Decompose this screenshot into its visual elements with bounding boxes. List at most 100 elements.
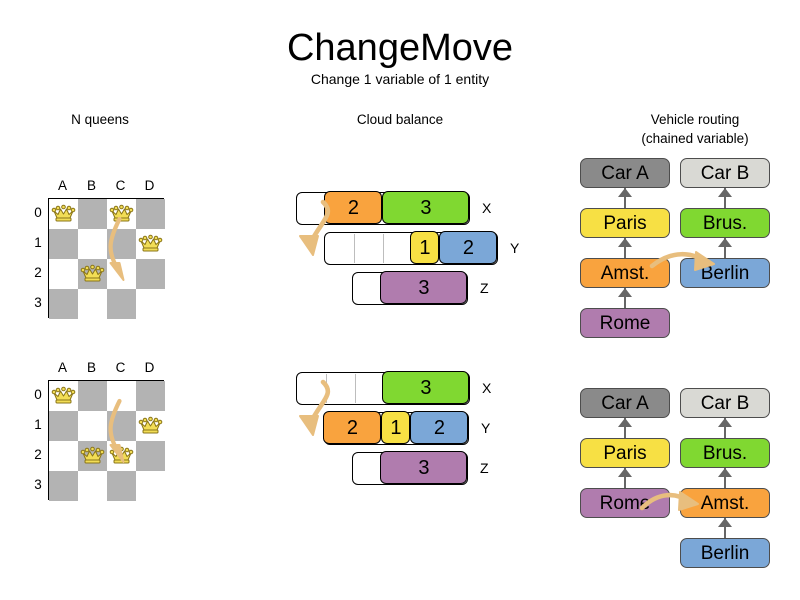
board-cell[interactable] — [136, 441, 165, 471]
queen-piece[interactable] — [80, 263, 105, 285]
board-cell[interactable] — [78, 411, 107, 441]
chain-edge-arrowhead — [718, 418, 732, 427]
board-rank-label: 1 — [34, 417, 42, 432]
board-cell[interactable] — [136, 381, 165, 411]
computer-capacity-bar[interactable]: 3 — [352, 271, 468, 305]
move-arrow — [108, 216, 125, 281]
process-block[interactable]: 3 — [382, 371, 470, 405]
customer-node[interactable]: Brus. — [680, 438, 770, 468]
board-cell[interactable] — [49, 289, 78, 319]
vehicle-node[interactable]: Car A — [580, 388, 670, 418]
queen-icon — [51, 386, 76, 404]
process-block[interactable]: 3 — [382, 191, 470, 225]
queen-icon — [80, 264, 105, 282]
queen-piece[interactable] — [51, 203, 76, 225]
vehicle-node[interactable]: Car B — [680, 158, 770, 188]
process-block[interactable]: 3 — [380, 451, 468, 485]
chain-edge — [623, 418, 627, 438]
board-cell[interactable] — [78, 471, 107, 501]
capacity-tick — [383, 234, 384, 263]
capacity-tick — [355, 374, 356, 403]
board-file-label: A — [57, 360, 67, 375]
chain-edge-arrowhead — [718, 468, 732, 477]
vehicle-node[interactable]: Car B — [680, 388, 770, 418]
queen-icon — [138, 416, 163, 434]
process-block[interactable]: 1 — [381, 411, 411, 445]
move-arrow — [649, 251, 715, 271]
customer-node[interactable]: Berlin — [680, 538, 770, 568]
move-arrow — [108, 398, 125, 463]
column-heading-cloud-balance: Cloud balance — [356, 112, 444, 127]
chain-edge — [623, 188, 627, 208]
board-file-label: A — [57, 178, 67, 193]
board-rank-label: 2 — [34, 265, 42, 280]
board-cell[interactable] — [107, 381, 136, 411]
board-cell[interactable] — [136, 199, 165, 229]
board-cell[interactable] — [78, 289, 107, 319]
customer-node[interactable]: Rome — [580, 308, 670, 338]
board-rank-label: 0 — [34, 387, 42, 402]
queen-piece[interactable] — [80, 445, 105, 467]
chain-edge — [723, 188, 727, 208]
move-arrow — [639, 491, 699, 511]
queen-icon — [80, 446, 105, 464]
board-rank-label: 0 — [34, 205, 42, 220]
board-rank-label: 1 — [34, 235, 42, 250]
computer-label: X — [482, 200, 492, 216]
process-block[interactable]: 2 — [323, 411, 382, 445]
board-cell[interactable] — [78, 381, 107, 411]
process-block[interactable]: 2 — [324, 191, 383, 225]
board-cell[interactable] — [49, 229, 78, 259]
chain-edge — [623, 288, 627, 308]
move-arrow — [299, 379, 331, 436]
customer-node[interactable]: Paris — [580, 438, 670, 468]
board-file-label: D — [144, 360, 155, 375]
computer-label: Y — [510, 240, 520, 256]
vehicle-node[interactable]: Car A — [580, 158, 670, 188]
page-subtitle: Change 1 variable of 1 entity — [310, 71, 490, 87]
board-cell[interactable] — [49, 411, 78, 441]
board-cell[interactable] — [78, 229, 107, 259]
process-block[interactable]: 3 — [380, 271, 468, 305]
customer-node[interactable]: Amst. — [680, 488, 770, 518]
chain-edge-arrowhead — [618, 288, 632, 297]
chain-edge — [723, 518, 727, 538]
board-cell[interactable] — [49, 259, 78, 289]
queen-icon — [138, 234, 163, 252]
capacity-tick — [354, 234, 355, 263]
board-cell[interactable] — [136, 471, 165, 501]
queen-piece[interactable] — [51, 385, 76, 407]
process-block[interactable]: 1 — [410, 231, 440, 265]
board-cell[interactable] — [49, 441, 78, 471]
board-rank-label: 2 — [34, 447, 42, 462]
board-cell[interactable] — [78, 199, 107, 229]
customer-node[interactable]: Brus. — [680, 208, 770, 238]
chain-edge — [723, 468, 727, 488]
chain-edge — [623, 238, 627, 258]
board-file-label: B — [86, 178, 96, 193]
computer-capacity-bar[interactable]: 3 — [352, 451, 468, 485]
chain-edge-arrowhead — [718, 238, 732, 247]
process-block[interactable]: 2 — [439, 231, 498, 265]
chain-edge-arrowhead — [718, 518, 732, 527]
computer-label: Z — [480, 460, 489, 476]
chain-edge-arrowhead — [618, 418, 632, 427]
column-heading-n-queens: N queens — [71, 112, 129, 127]
board-cell[interactable] — [107, 471, 136, 501]
queen-icon — [51, 204, 76, 222]
board-rank-label: 3 — [34, 295, 42, 310]
board-cell[interactable] — [49, 471, 78, 501]
customer-node[interactable]: Paris — [580, 208, 670, 238]
board-cell[interactable] — [136, 289, 165, 319]
computer-label: Z — [480, 280, 489, 296]
board-cell[interactable] — [107, 289, 136, 319]
customer-node[interactable]: Rome — [580, 488, 670, 518]
process-block[interactable]: 2 — [410, 411, 469, 445]
board-cell[interactable] — [136, 259, 165, 289]
chain-edge-arrowhead — [618, 468, 632, 477]
queen-piece[interactable] — [138, 233, 163, 255]
queen-piece[interactable] — [138, 415, 163, 437]
